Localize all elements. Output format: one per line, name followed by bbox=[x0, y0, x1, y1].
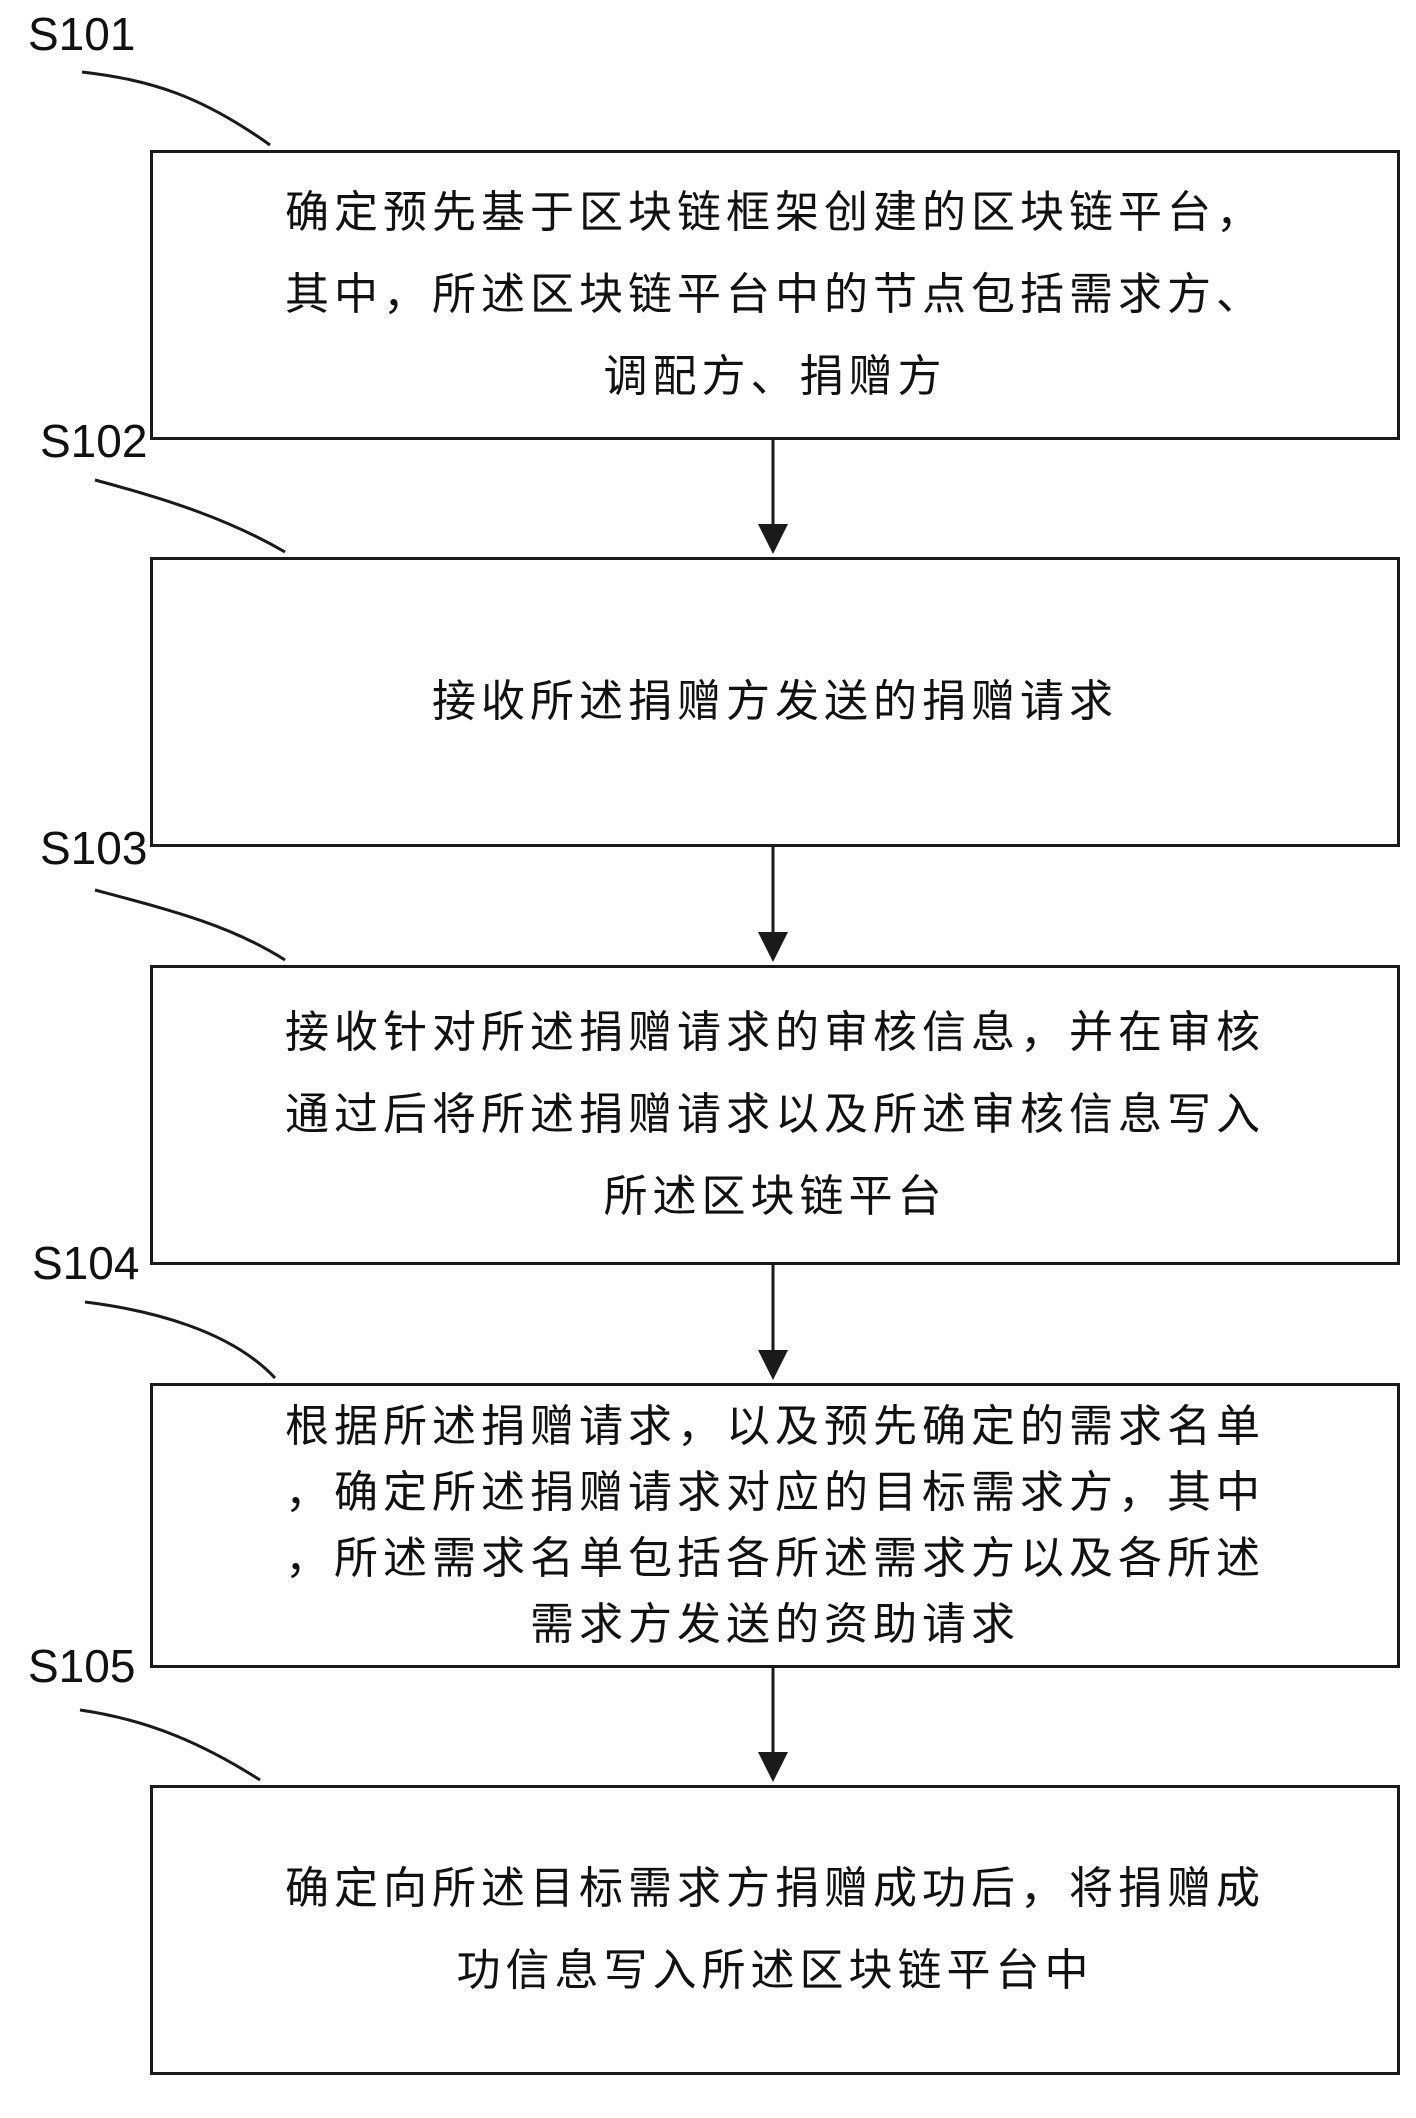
step-label-leader-3 bbox=[94, 888, 286, 962]
step-s105-text-line-1: 确定向所述目标需求方捐赠成功后，将捐赠成 bbox=[285, 1863, 1265, 1914]
step-label-leader-1 bbox=[81, 70, 271, 147]
step-s101-text-line-2: 其中，所述区块链平台中的节点包括需求方、 bbox=[285, 269, 1265, 320]
step-label-leader-2 bbox=[94, 478, 286, 554]
step-box-s101: 确定预先基于区块链框架创建的区块链平台， 其中，所述区块链平台中的节点包括需求方… bbox=[150, 150, 1400, 440]
step-box-s105: 确定向所述目标需求方捐赠成功后，将捐赠成 功信息写入所述区块链平台中 bbox=[150, 1785, 1400, 2075]
step-s103-text-line-1: 接收针对所述捐赠请求的审核信息，并在审核 bbox=[285, 1007, 1265, 1058]
step-label-leader-5 bbox=[79, 1708, 261, 1782]
step-s103-text-line-3: 所述区块链平台 bbox=[603, 1171, 947, 1222]
step-box-s103: 接收针对所述捐赠请求的审核信息，并在审核 通过后将所述捐赠请求以及所述审核信息写… bbox=[150, 965, 1400, 1265]
step-s101-text-line-1: 确定预先基于区块链框架创建的区块链平台， bbox=[285, 187, 1265, 238]
step-label-s103: S103 bbox=[40, 822, 148, 874]
step-s104-text-line-4: 需求方发送的资助请求 bbox=[530, 1598, 1020, 1650]
step-box-s104: 根据所述捐赠请求，以及预先确定的需求名单 ，确定所述捐赠请求对应的目标需求方，其… bbox=[150, 1383, 1400, 1668]
step-label-leader-4 bbox=[84, 1300, 277, 1380]
step-label-s102: S102 bbox=[40, 415, 148, 467]
step-label-s105: S105 bbox=[28, 1640, 136, 1692]
step-label-s104: S104 bbox=[32, 1237, 140, 1289]
step-label-s101: S101 bbox=[28, 8, 136, 60]
step-s103-text-line-2: 通过后将所述捐赠请求以及所述审核信息写入 bbox=[285, 1089, 1265, 1140]
step-s104-text-line-1: 根据所述捐赠请求，以及预先确定的需求名单 bbox=[285, 1400, 1265, 1452]
step-s102-text-line-1: 接收所述捐赠方发送的捐赠请求 bbox=[432, 676, 1118, 727]
step-s104-text-line-3: ，所述需求名单包括各所述需求方以及各所述 bbox=[285, 1532, 1265, 1584]
step-s101-text-line-3: 调配方、捐赠方 bbox=[603, 351, 947, 402]
step-s104-text-line-2: ，确定所述捐赠请求对应的目标需求方，其中 bbox=[285, 1466, 1265, 1518]
step-box-s102: 接收所述捐赠方发送的捐赠请求 bbox=[150, 557, 1400, 847]
step-s105-text-line-2: 功信息写入所述区块链平台中 bbox=[456, 1945, 1094, 1996]
